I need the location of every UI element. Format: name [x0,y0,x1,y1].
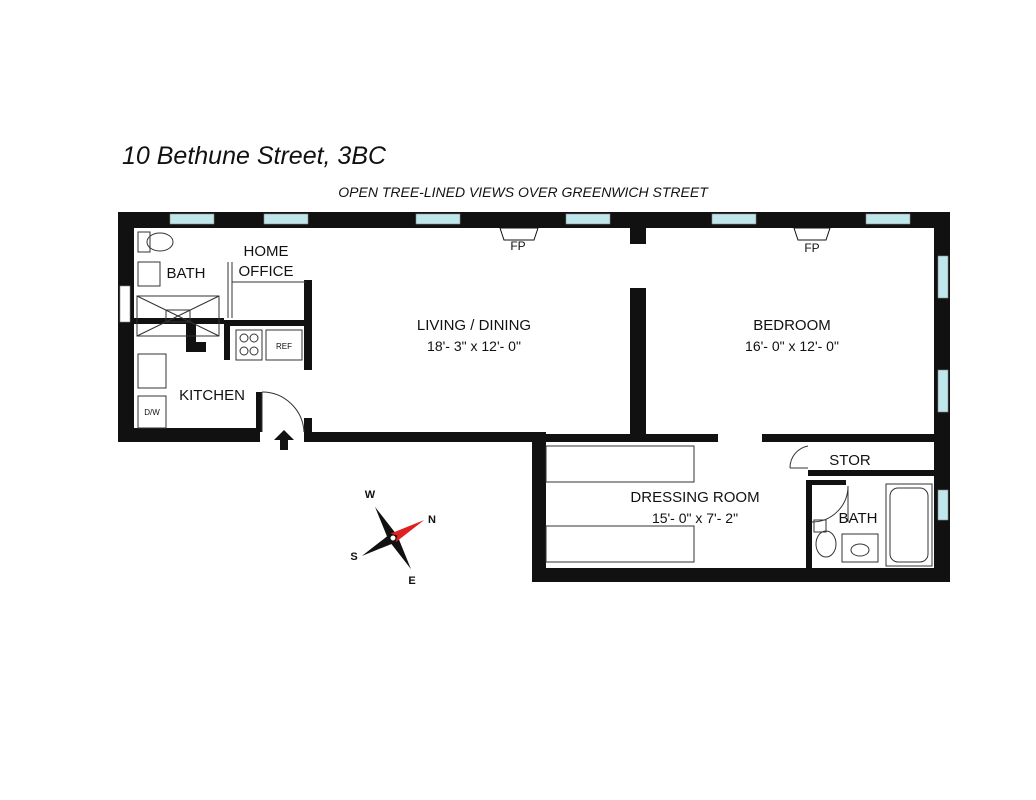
shower-icon [136,295,220,337]
bath-right-fixtures [811,483,933,567]
compass-rose-icon [361,506,425,570]
dressing-closets [545,445,695,563]
home-office-label-2: OFFICE [239,263,294,280]
kitchen-label: KITCHEN [179,387,245,404]
toilet-icon [146,232,174,252]
fireplace-bedroom: FP [793,227,831,255]
kitchen-fixtures [137,329,303,429]
interior-walls [134,228,942,568]
bath-right-label: BATH [839,510,878,527]
ref-label: REF [276,342,292,351]
plan-subtitle: OPEN TREE-LINED VIEWS OVER GREENWICH STR… [338,184,709,200]
compass-e-label: E [408,575,415,587]
stor-door [789,445,809,469]
compass-w-label: W [365,489,376,501]
stove-icon [235,329,263,361]
fp-bedroom-label: FP [804,241,819,255]
dishwasher-icon [137,395,167,429]
stor-label: STOR [829,452,871,469]
bath-left-fixtures [136,231,220,337]
windows [119,213,949,521]
dw-label: D/W [144,408,160,417]
home-office-label-1: HOME [244,243,289,260]
entry-door [261,391,305,433]
bath-left-label: BATH [167,265,206,282]
plan-title: 10 Bethune Street, 3BC [122,142,387,170]
toilet-tank-icon [813,519,827,533]
bedroom-label: BEDROOM [753,317,831,334]
bedroom-dims: 16'- 0" x 12'- 0" [745,338,839,354]
fireplace-living: FP [499,227,539,253]
bathtub-icon [885,483,933,567]
fp-living-label: FP [510,239,525,253]
living-dining-label: LIVING / DINING [417,317,531,334]
dressing-room-dims: 15'- 0" x 7'- 2" [652,510,738,526]
kitchen-sink-icon [137,353,167,389]
toilet-tank-icon [137,231,151,253]
sink-icon [137,261,161,287]
compass-n-label: N [428,514,436,526]
entry-arrow-icon [274,430,294,450]
compass-s-label: S [350,551,357,563]
refrigerator-icon [265,329,303,361]
toilet-icon [815,530,837,558]
dressing-room-label: DRESSING ROOM [630,489,759,506]
living-dining-dims: 18'- 3" x 12'- 0" [427,338,521,354]
sink-icon [841,533,879,563]
home-office-divider [227,262,306,318]
